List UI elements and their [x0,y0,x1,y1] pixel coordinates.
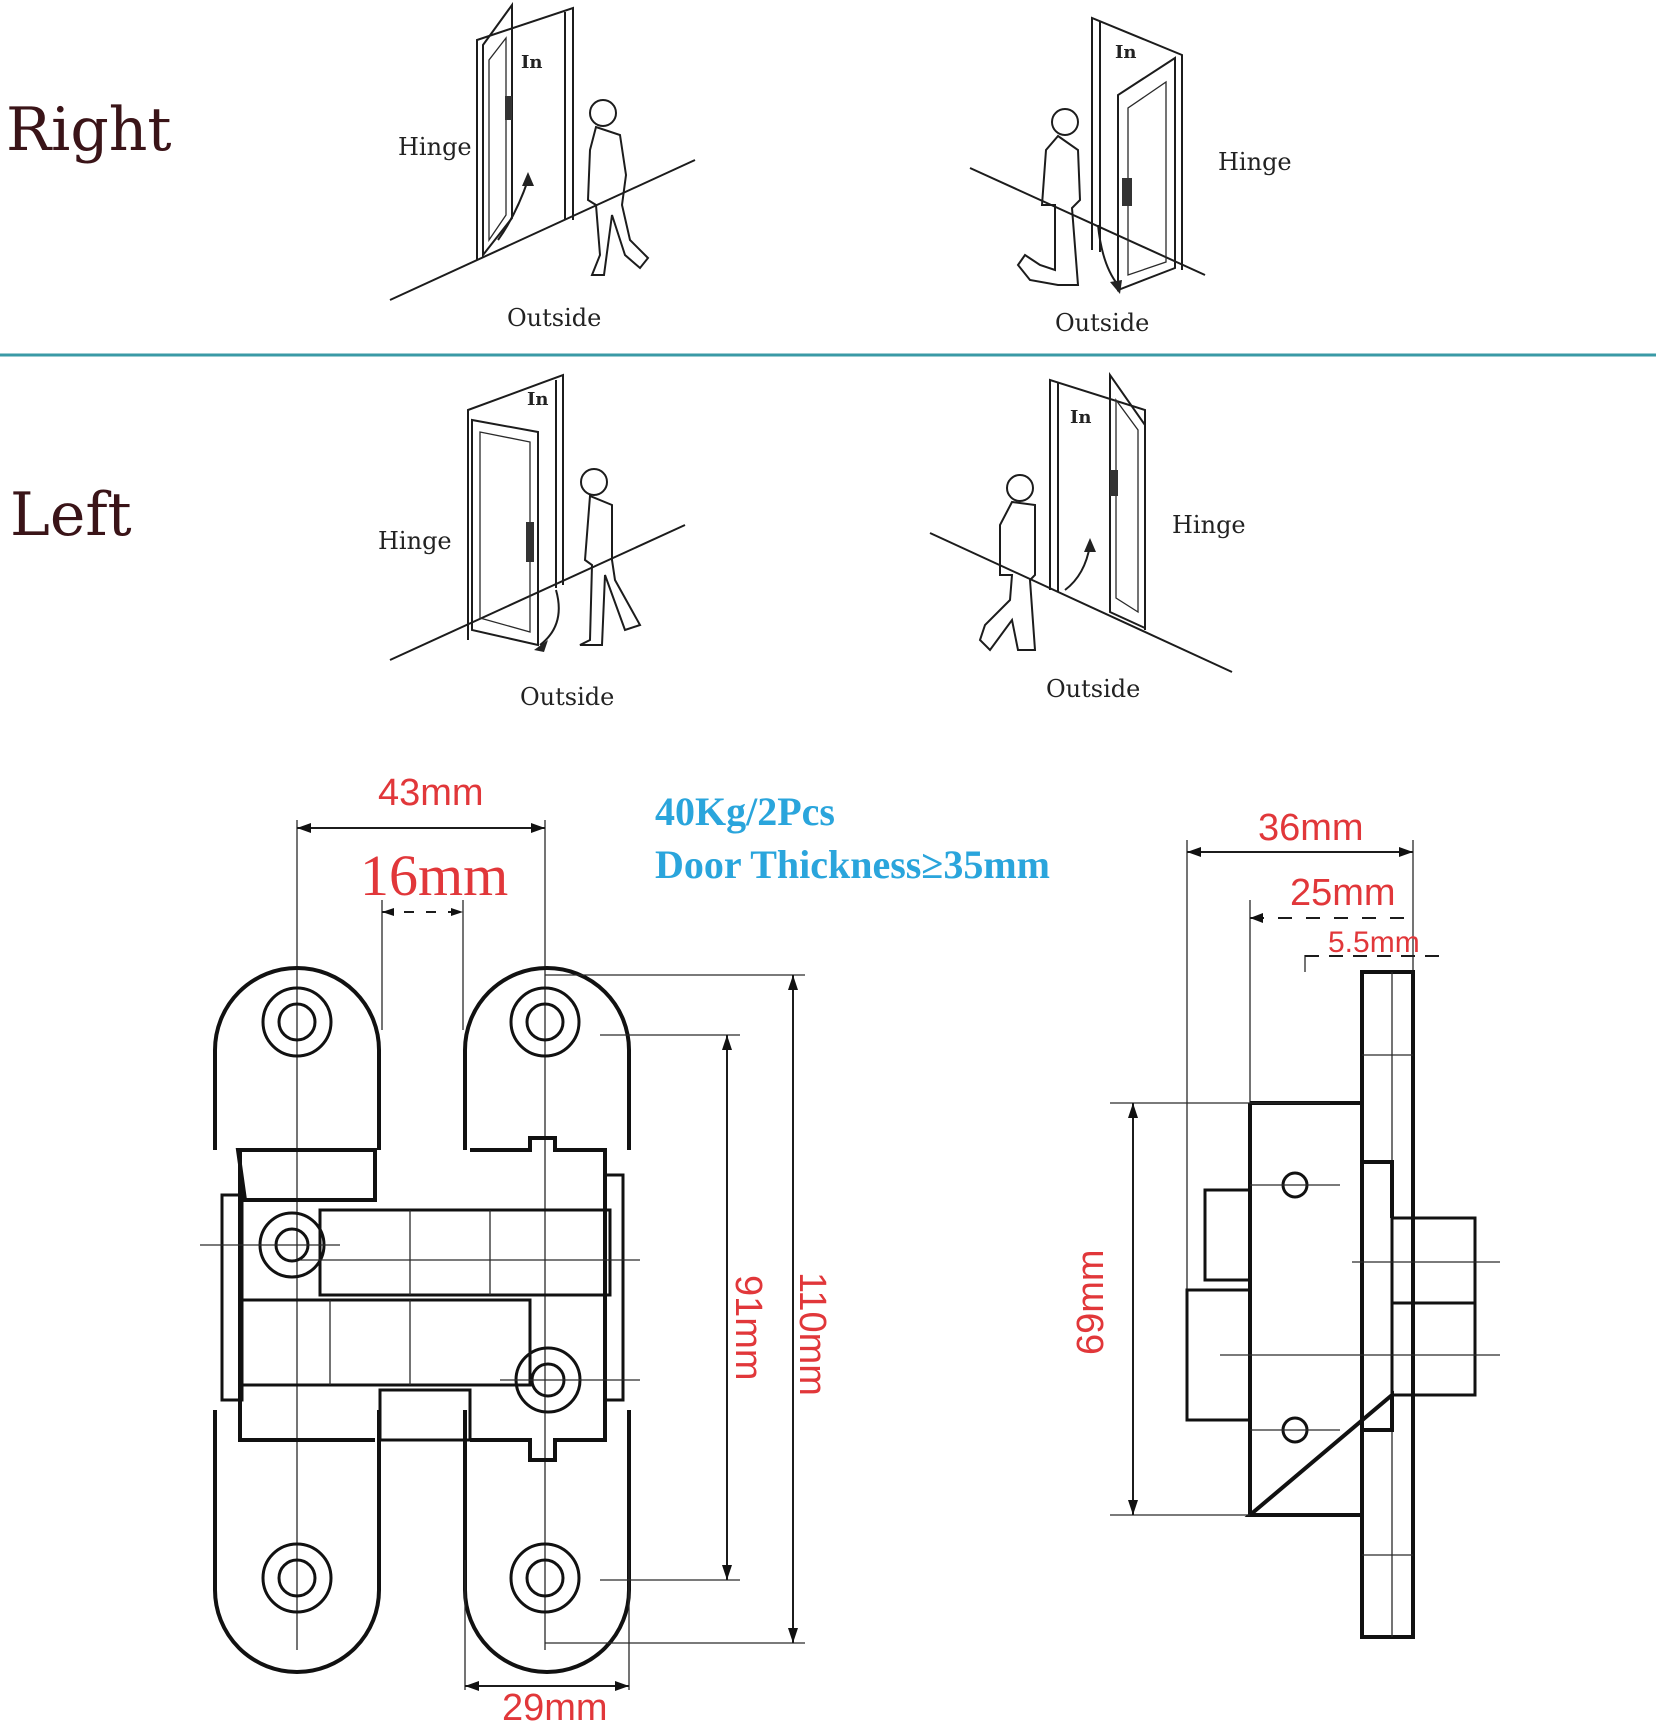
dimension-16mm: 16mm [360,843,508,908]
dimension-29mm: 29mm [502,1687,608,1728]
hinge-label: Hinge [378,527,452,555]
hinge-label: Hinge [1218,148,1292,176]
outside-label: Outside [1055,309,1149,337]
dimension-43mm: 43mm [378,772,484,814]
dimension-5-5mm: 5.5mm [1328,926,1420,959]
scene-right-outward: Hinge In Outside [969,16,1292,337]
inside-label: In [527,389,549,410]
inside-label: In [1115,42,1137,63]
left-orientation-label: Left [10,480,132,550]
inside-label: In [521,52,543,73]
outside-label: Outside [520,683,614,711]
hinge-label: Hinge [398,133,472,161]
door-thickness-text: Door Thickness≥35mm [655,842,1050,887]
scene-left-outward: Hinge In Outside [378,373,686,711]
hinge-label: Hinge [1172,511,1246,539]
scene-right-inward: Hinge In Outside [389,1,696,332]
dimension-36mm: 36mm [1258,807,1364,849]
hinge-side-view: 36mm 25mm 5.5mm 69mm [1070,807,1500,1639]
dimension-110mm: 110mm [791,1272,833,1396]
dimension-25mm: 25mm [1290,872,1396,914]
hinge-front-view: 43mm 16mm 29mm 91mm 110mm [200,772,833,1728]
scene-left-inward: Hinge In Outside [929,371,1246,703]
inside-label: In [1070,407,1092,428]
dimension-69mm: 69mm [1070,1249,1112,1355]
load-capacity-text: 40Kg/2Pcs [655,789,835,834]
outside-label: Outside [507,304,601,332]
right-orientation-label: Right [6,95,172,165]
dimension-91mm: 91mm [727,1275,769,1381]
outside-label: Outside [1046,675,1140,703]
